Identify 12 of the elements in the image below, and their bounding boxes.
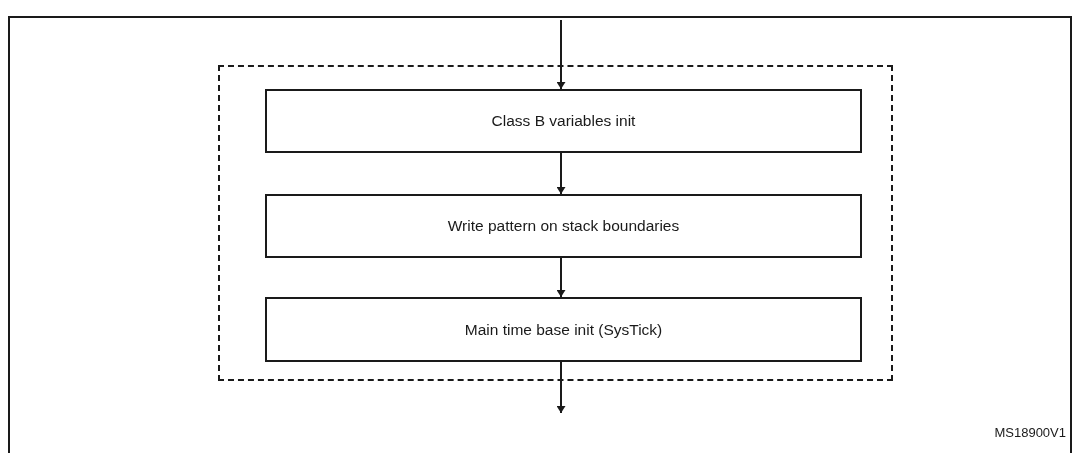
arrow bbox=[557, 19, 565, 90]
process-box bbox=[265, 194, 862, 258]
arrow bbox=[557, 152, 565, 195]
process-box bbox=[265, 89, 862, 153]
arrow bbox=[557, 257, 565, 298]
step-text: Write pattern on stack boundaries bbox=[447, 217, 680, 235]
process-box bbox=[265, 297, 862, 362]
arrow bbox=[557, 361, 565, 414]
figure-id: MS18900V1 bbox=[994, 425, 1066, 440]
step-text: Class B variables init bbox=[491, 112, 636, 130]
step-text: Main time base init (SysTick) bbox=[464, 320, 663, 339]
dashed-group-box bbox=[218, 65, 893, 381]
